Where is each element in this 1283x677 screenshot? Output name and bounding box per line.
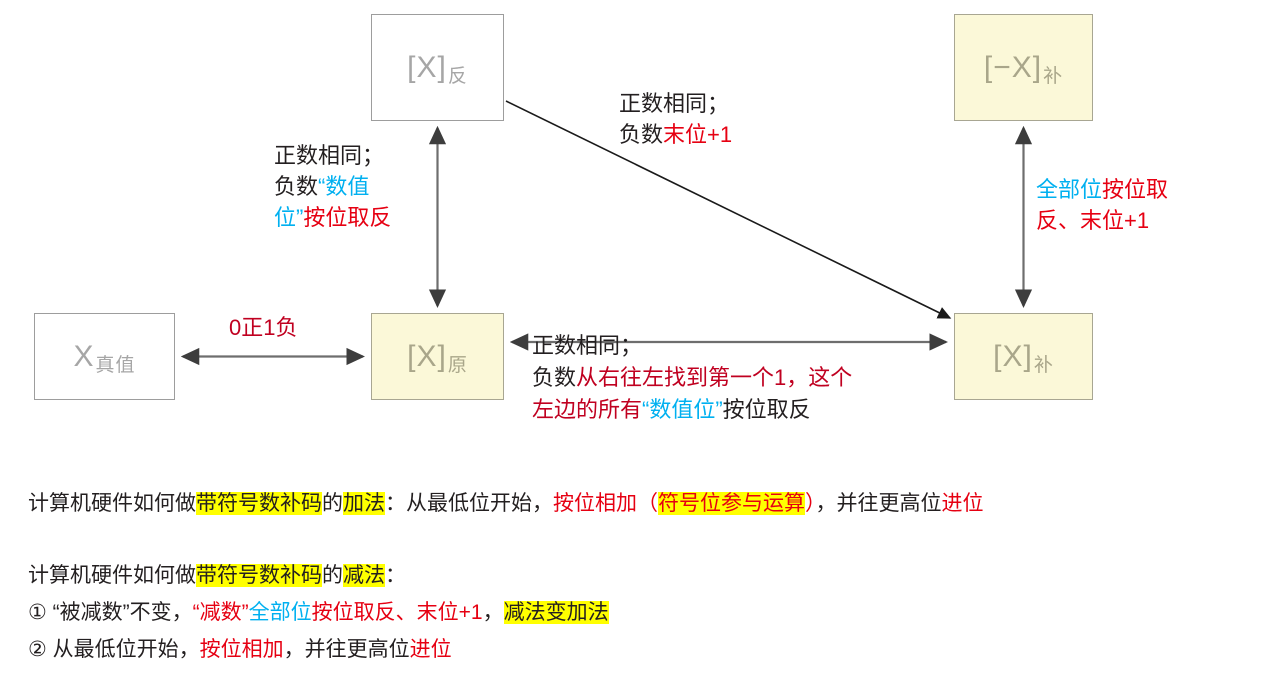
note-sub-p1: 计算机硬件如何做 (28, 564, 196, 587)
label-yuan-bu-l3a: 左边的所有 (532, 397, 643, 422)
label-fan-yuan-line3: 位”按位取反 (274, 202, 391, 233)
label-diagonal-l2a: 负数 (619, 122, 664, 147)
note-add-p6: 按位相加 (553, 492, 637, 515)
label-right-l1a: 全部位 (1036, 177, 1103, 202)
label-diagonal-line2: 负数末位+1 (619, 119, 732, 150)
note-step-1: ① “被减数”不变，“减数”全部位按位取反、末位+1，减法变加法 (28, 598, 609, 628)
note-step1-num: ① (28, 601, 47, 624)
note-step2-p4: 进位 (409, 638, 452, 661)
arrow-fan-bu-diagonal (505, 100, 952, 319)
note-add-p10: ，并往更高位 (815, 492, 942, 515)
label-yuan-bu-line1: 正数相同； (532, 333, 643, 358)
note-step1-p2: “减数” (192, 601, 249, 624)
note-sub-p2: 带符号数补码 (196, 564, 322, 587)
box-sign-magnitude[interactable]: [X]原 (371, 313, 504, 400)
label-diagonal: 正数相同； 负数末位+1 (619, 88, 732, 150)
label-right-l1b: 按位取 (1102, 177, 1169, 202)
box-twos-complement[interactable]: [X]补 (954, 313, 1093, 400)
note-add-p1: 计算机硬件如何做 (28, 492, 196, 515)
note-step1-p1: “被减数”不变， (46, 601, 193, 624)
note-add-p2: 带符号数补码 (196, 492, 322, 515)
note-add-p5: ：从最低位开始， (385, 492, 553, 515)
note-step1-p3: 全部位 (248, 601, 312, 624)
box-ones-complement[interactable]: [X]反 (371, 14, 504, 121)
note-step2-p3: ，并往更高位 (283, 638, 410, 661)
note-step1-p5: ， (482, 601, 504, 624)
label-yuan-bu-line3: 左边的所有“数值位”按位取反 (532, 394, 852, 426)
label-fan-yuan-l2b: “数值 (318, 174, 370, 199)
note-step2-num: ② (28, 638, 47, 661)
label-fan-yuan-line2: 负数“数值 (274, 171, 391, 202)
label-fan-yuan-l2a: 负数 (274, 174, 319, 199)
label-yuan-bu-line2: 负数从右往左找到第一个1，这个 (532, 362, 852, 394)
note-step1-p6: 减法变加法 (503, 601, 609, 624)
label-fan-yuan: 正数相同； 负数“数值 位”按位取反 (274, 140, 391, 233)
label-fan-yuan-l3b: 按位取反 (303, 205, 392, 230)
note-sub-p4: 减法 (343, 564, 385, 587)
label-true-yuan: 0正1负 (229, 315, 298, 340)
label-right-vertical: 全部位按位取 反、末位+1 (1036, 174, 1168, 236)
box-yuan-main: [X] (407, 339, 447, 373)
box-true-sub: 真值 (95, 355, 136, 376)
note-add-p3: 的 (322, 492, 343, 515)
note-sub-p5: ： (385, 564, 406, 587)
label-yuan-bu-l2b: 从右往左找到第一个1，这个 (576, 365, 853, 390)
box-negx-sub: 补 (1043, 66, 1064, 87)
note-step2-p2: 按位相加 (199, 638, 284, 661)
note-step-2: ② 从最低位开始，按位相加，并往更高位进位 (28, 635, 452, 665)
note-add-p7: （ (637, 492, 658, 515)
note-addition: 计算机硬件如何做带符号数补码的加法：从最低位开始，按位相加（符号位参与运算），并… (28, 489, 984, 519)
note-subtraction-head: 计算机硬件如何做带符号数补码的减法： (28, 561, 406, 591)
box-neg-twos-complement[interactable]: [−X]补 (954, 14, 1093, 121)
box-yuan-sub: 原 (447, 355, 468, 376)
label-fan-yuan-l3a: 位” (274, 205, 304, 230)
label-diagonal-line1: 正数相同； (619, 91, 730, 116)
box-true-main: X (73, 339, 95, 373)
note-step1-p4: 按位取反、末位+1 (311, 601, 483, 624)
label-right-line1: 全部位按位取 (1036, 174, 1168, 205)
box-bu-main: [X] (993, 339, 1033, 373)
box-bu-sub: 补 (1033, 355, 1054, 376)
label-yuan-bu-l2a: 负数 (532, 365, 577, 390)
label-yuan-bu-l3c: 按位取反 (722, 397, 811, 422)
box-fan-main: [X] (407, 50, 447, 84)
label-yuan-bu-l3b: “数值位” (642, 397, 723, 422)
note-add-p8: 符号位参与运算 (658, 492, 805, 515)
note-add-p4: 加法 (343, 492, 385, 515)
box-fan-sub: 反 (447, 66, 468, 87)
note-add-p11: 进位 (941, 492, 984, 515)
note-sub-p3: 的 (322, 564, 343, 587)
note-add-p9: ） (805, 492, 816, 515)
note-step2-p1: 从最低位开始， (46, 638, 200, 661)
label-yuan-bu: 正数相同； 负数从右往左找到第一个1，这个 左边的所有“数值位”按位取反 (532, 330, 852, 426)
label-diagonal-l2b: 末位+1 (663, 122, 733, 147)
box-negx-main: [−X] (983, 50, 1043, 84)
label-fan-yuan-line1: 正数相同； (274, 143, 385, 168)
label-right-line2: 反、末位+1 (1036, 208, 1150, 233)
